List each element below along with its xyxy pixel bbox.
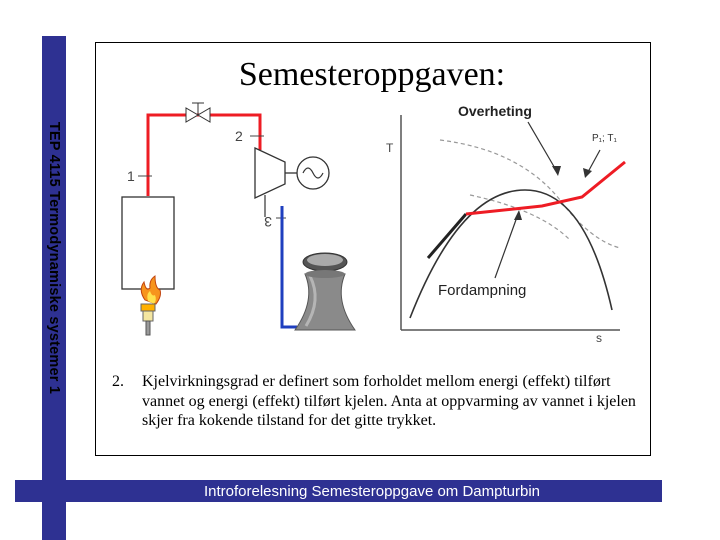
cooling-tower-icon: [294, 252, 356, 331]
steam-pipe: [146, 113, 262, 196]
ts-axis-t-label: T: [386, 141, 394, 155]
ts-arrow-state: [583, 149, 601, 178]
state-label-1: 1: [127, 168, 135, 184]
ts-isobar-upper: [439, 139, 621, 249]
ts-saturation-dome: [409, 189, 613, 319]
footer-bar: [15, 480, 662, 502]
ts-evaporation-superheat: [465, 160, 626, 216]
ts-arrow-superheat: [527, 121, 561, 176]
state-label-2: 2: [235, 128, 243, 144]
ts-label-superheat: Overheting: [458, 103, 532, 119]
turbine: [254, 146, 286, 200]
item-number: 2.: [112, 373, 124, 390]
item-text: Kjelvirkningsgrad er definert som forhol…: [142, 373, 636, 429]
ts-label-state: P₁; T₁: [592, 133, 618, 144]
condensate-pipe: [280, 206, 297, 329]
generator-icon: [296, 156, 330, 190]
ts-arrow-evaporation: [494, 210, 522, 279]
body-paragraph: 2. Kjelvirkningsgrad er definert som for…: [112, 372, 642, 431]
left-accent-bar: [42, 36, 66, 540]
page-title: Semesteroppgaven:: [238, 56, 506, 93]
burner-flame-icon: [140, 275, 161, 336]
state-label-3: 3: [264, 214, 272, 230]
ts-isobar-lower: [469, 194, 571, 241]
ts-axis-s-label: s: [596, 331, 602, 345]
ts-label-evaporation: Fordampning: [438, 282, 526, 299]
ts-liquid-heating: [426, 213, 468, 259]
valve-icon: [185, 102, 211, 123]
boiler: [121, 196, 175, 290]
footer-text: Introforelesning Semesteroppgave om Damp…: [203, 483, 540, 500]
